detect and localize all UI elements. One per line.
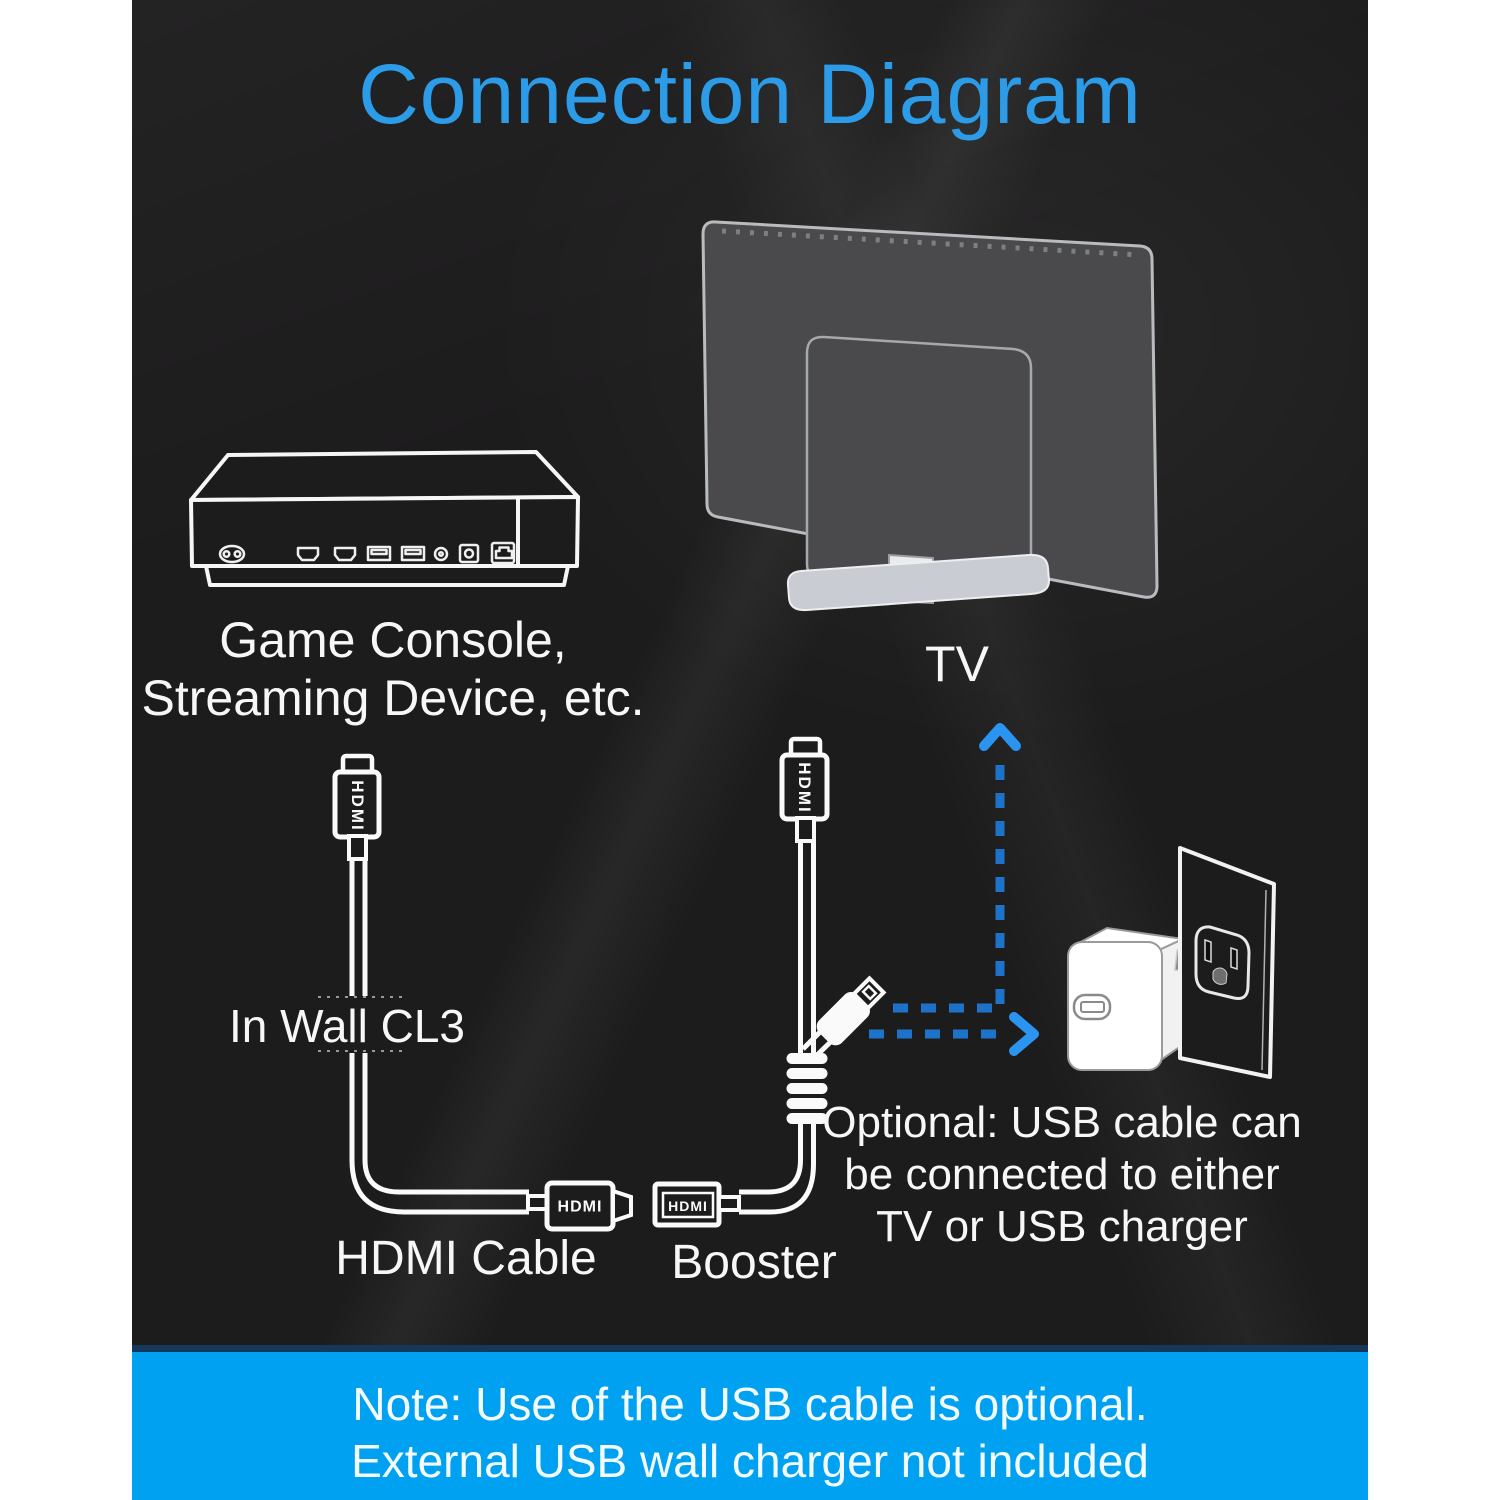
av-jack-pin bbox=[437, 550, 445, 558]
charger-front-face bbox=[1067, 941, 1163, 1071]
cable-line bbox=[362, 1053, 529, 1195]
in-wall-cl3-label: In Wall CL3 bbox=[228, 1000, 466, 1052]
usb-plug-body bbox=[816, 992, 870, 1046]
outlet-plate-edge bbox=[1261, 889, 1267, 1071]
console-label-line1: Game Console, bbox=[219, 612, 567, 668]
usb-plug-tip bbox=[851, 975, 887, 1011]
hdmi-port-icon bbox=[296, 546, 320, 562]
cable-line bbox=[349, 1053, 529, 1215]
tv-back-bump bbox=[805, 335, 1033, 585]
console-front-face bbox=[189, 495, 580, 568]
power-pin-icon bbox=[233, 549, 242, 559]
hdmi-connector-label: HDMI bbox=[558, 1199, 603, 1216]
tv-illustration bbox=[701, 220, 1159, 612]
booster-out-stub bbox=[717, 1195, 741, 1212]
outlet-slot bbox=[1230, 946, 1238, 971]
cable-coil-wrap bbox=[786, 1053, 828, 1124]
left-hdmi-cable bbox=[318, 753, 633, 1232]
ethernet-plug-shape bbox=[494, 546, 514, 560]
usb-micro-plug bbox=[816, 975, 887, 1046]
console-label: Game Console,Streaming Device, etc. bbox=[142, 611, 645, 727]
hdmi-plug-neck bbox=[347, 834, 368, 861]
cable-line bbox=[739, 1124, 816, 1215]
booster-label: Booster bbox=[671, 1236, 837, 1289]
game-console-illustration bbox=[189, 450, 580, 587]
usb-port-tongue bbox=[370, 548, 388, 556]
hdmi-male-tip bbox=[611, 1188, 633, 1224]
optional-note-line3: TV or USB charger bbox=[876, 1202, 1248, 1251]
tv-label: TV bbox=[925, 636, 989, 692]
hdmi-connector-label: HDMI bbox=[348, 780, 367, 831]
usb-a-port-slot bbox=[1080, 1001, 1105, 1013]
usb-port-tongue bbox=[404, 548, 422, 556]
optical-lens bbox=[463, 548, 475, 559]
optional-note-line1: Optional: USB cable can bbox=[822, 1098, 1302, 1147]
hdmi-plug-neck bbox=[795, 816, 816, 843]
hdmi-connector-label: HDMI bbox=[795, 762, 814, 813]
outlet-slot bbox=[1204, 938, 1212, 964]
right-hdmi-cable bbox=[739, 736, 887, 1215]
tv-stand-base bbox=[786, 553, 1051, 612]
hdmi-port-icon bbox=[333, 546, 357, 562]
console-rear-ports bbox=[218, 541, 516, 565]
usb-plug-contact bbox=[861, 984, 878, 1001]
cable-line bbox=[739, 1124, 803, 1195]
hdmi-connector-label: HDMI bbox=[668, 1198, 708, 1214]
hdmi-cable-label: HDMI Cable bbox=[335, 1232, 597, 1285]
console-base bbox=[204, 564, 570, 587]
console-label-line2: Streaming Device, etc. bbox=[141, 670, 645, 726]
power-pin-icon bbox=[222, 549, 231, 559]
page-title: Connection Diagram bbox=[358, 47, 1142, 141]
outlet-ground-hole bbox=[1212, 967, 1228, 985]
optional-usb-arrows bbox=[869, 723, 1039, 1056]
console-top-face bbox=[189, 450, 580, 502]
outlet-receptacle bbox=[1194, 925, 1251, 1000]
arrowhead-right-icon bbox=[1009, 1012, 1039, 1056]
arrowhead-up-icon bbox=[979, 723, 1021, 751]
optional-note-line2: be connected to either bbox=[844, 1150, 1280, 1199]
wall-outlet-illustration bbox=[1178, 846, 1276, 1079]
booster-label-box bbox=[661, 1191, 715, 1219]
booster-illustration bbox=[652, 1181, 741, 1228]
